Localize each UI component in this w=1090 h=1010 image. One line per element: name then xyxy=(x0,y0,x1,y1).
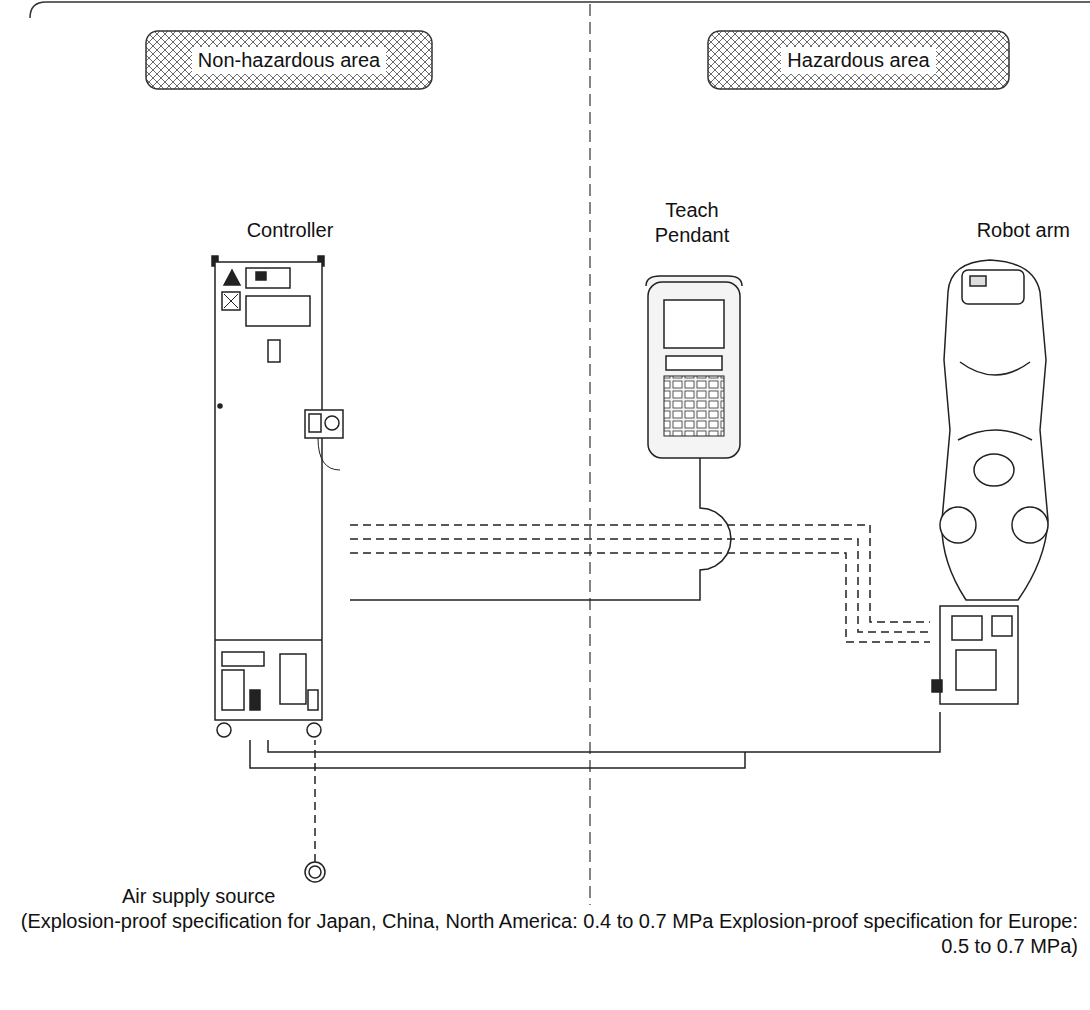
teach-pendant-part xyxy=(648,282,740,458)
teach-pendant-part xyxy=(699,458,701,462)
controller-cabinet-part xyxy=(246,268,290,288)
teach-pendant-part xyxy=(664,376,724,436)
robot-arm-part xyxy=(960,362,1030,375)
teach-pendant-part xyxy=(666,356,722,370)
robot-arm-part xyxy=(956,650,996,690)
band-outline xyxy=(146,31,432,89)
controller-cabinet-part xyxy=(309,414,321,432)
controller-cabinet-part xyxy=(217,723,231,737)
controller-cabinet-part xyxy=(218,404,222,408)
air-hose xyxy=(314,740,316,862)
robot-arm-part xyxy=(974,454,1014,486)
controller-cabinet-part xyxy=(224,270,240,285)
robot-arm-part xyxy=(952,616,982,640)
robot-arm-part xyxy=(958,430,1032,440)
controller-cabinet-part xyxy=(222,670,244,710)
area-band: Hazardous area xyxy=(707,30,1010,90)
robot-figure: Robot arm xyxy=(930,218,1075,712)
air-supply-symbol xyxy=(305,862,325,882)
robot-arm-part xyxy=(940,606,1018,704)
page-frame-part xyxy=(30,2,1090,18)
controller-cabinet-part xyxy=(325,416,339,430)
controller-cabinet-part xyxy=(305,410,343,438)
area-divider xyxy=(590,4,591,905)
figure-label: Teach Pendant xyxy=(647,198,737,248)
robot-arm-part xyxy=(1012,507,1048,543)
controller-cabinet-part xyxy=(250,690,260,710)
area-band: Non-hazardous area xyxy=(145,30,433,90)
robot-arm-part xyxy=(942,260,1048,600)
pendant-figure: Teach Pendant xyxy=(635,198,750,462)
robot-arm-part xyxy=(970,276,986,286)
figure-label: Controller xyxy=(215,218,365,243)
controller-cabinet-part xyxy=(318,438,340,470)
cable-loop-part xyxy=(250,740,745,768)
controller-cabinet-part xyxy=(222,652,264,666)
teach-pendant xyxy=(646,276,742,462)
controller-cabinet-part xyxy=(256,272,266,280)
controller-cabinet-part xyxy=(222,292,240,310)
controller-cabinet-part xyxy=(268,340,280,362)
page-frame xyxy=(30,2,1090,18)
spec-note: (Explosion-proof specification for Japan… xyxy=(6,909,1078,959)
figure-label: Robot arm xyxy=(930,218,1070,243)
area-label: Hazardous area xyxy=(781,47,935,74)
area-divider-part xyxy=(589,4,590,905)
controller-cabinet-part xyxy=(215,262,322,720)
cable xyxy=(350,462,731,600)
air-supply-symbol-part xyxy=(309,866,321,878)
cable-loop xyxy=(250,740,745,768)
controller-cabinet-part xyxy=(215,639,322,641)
robot-arm-part xyxy=(940,507,976,543)
band-outline xyxy=(708,31,1009,89)
air-supply: Air supply source(Explosion-proof specif… xyxy=(6,862,1084,1006)
robot-arm-part xyxy=(932,680,942,692)
area-label: Non-hazardous area xyxy=(192,47,386,74)
air-supply-symbol-part xyxy=(305,862,325,882)
controller-figure: Controller xyxy=(175,218,350,740)
robot-arm xyxy=(932,260,1048,704)
teach-pendant-part xyxy=(664,300,724,348)
robot-arm-part xyxy=(962,270,1024,304)
controller-cabinet-part xyxy=(307,723,321,737)
controller-cabinet-part xyxy=(246,296,310,326)
controller-cabinet-part xyxy=(308,690,318,710)
robot-arm-part xyxy=(992,616,1012,636)
controller-cabinet xyxy=(212,256,343,737)
figure-label: Air supply source xyxy=(122,884,275,909)
cable xyxy=(268,712,940,752)
controller-cabinet-part xyxy=(224,294,238,308)
air-hose xyxy=(350,525,930,642)
controller-cabinet-part xyxy=(280,654,306,704)
